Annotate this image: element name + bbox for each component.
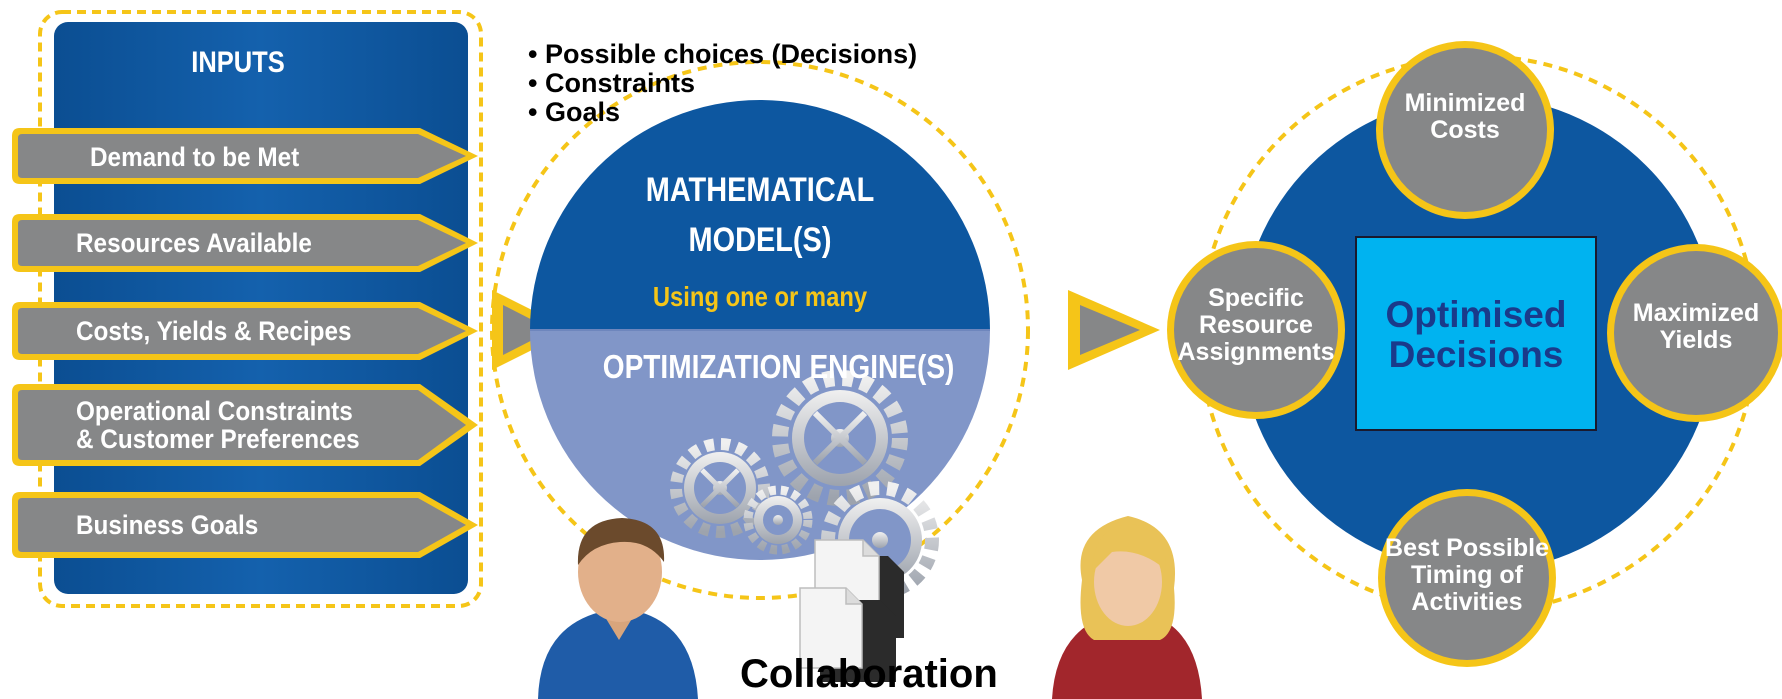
model-title-line2: MODEL(S) [688, 221, 832, 259]
output-node-top-circle [1376, 41, 1554, 219]
engine-label: OPTIMIZATION ENGINE(S) [602, 348, 955, 385]
model-dashed-ring [490, 60, 1030, 600]
input-bar-resources [12, 214, 478, 272]
input-bar-constraints [12, 384, 478, 466]
input-label-resources: Resources Available [76, 228, 312, 258]
bullet-item: • Constraints [528, 68, 695, 98]
node-label-best-timing: Best Possible Timing of Activities [1385, 534, 1549, 616]
output-node-left-circle [1167, 241, 1345, 419]
model-title-line1: MATHEMATICAL [645, 171, 875, 209]
node-label-minimized-costs: Minimized Costs [1404, 89, 1526, 144]
gears-icon [670, 370, 939, 599]
input-bar-demand [12, 128, 478, 184]
inputs-title: INPUTS [191, 46, 285, 79]
woman-avatar-icon [1052, 516, 1202, 699]
input-label-demand: Demand to be Met [90, 142, 300, 172]
input-label-goals: Business Goals [76, 510, 259, 540]
bullet-item: • Possible choices (Decisions) [528, 39, 918, 69]
arrow-model-to-output [1068, 290, 1160, 370]
inputs-dashed-border [38, 10, 483, 608]
output-node-right-circle [1607, 244, 1782, 422]
node-label-maximized-yields: Maximized Yields [1632, 299, 1760, 354]
input-label-constraints: Operational Constraints & Customer Prefe… [76, 396, 360, 454]
input-bar-costs [12, 302, 478, 360]
optimised-decisions-label: Optimised Decisions [1385, 294, 1567, 375]
optimised-decisions-box [1355, 236, 1597, 431]
input-bar-goals [12, 492, 478, 558]
output-node-bottom-circle [1378, 489, 1556, 667]
documents-icon [799, 539, 904, 682]
input-label-costs: Costs, Yields & Recipes [76, 316, 352, 346]
model-subtitle: Using one or many [652, 281, 868, 312]
man-avatar-icon [538, 518, 698, 699]
node-label-resource-assignments: Specific Resource Assignments [1177, 284, 1335, 366]
collaboration-label: Collaboration [740, 652, 998, 696]
bullet-item: • Goals [528, 97, 620, 127]
bullet-list: • Possible choices (Decisions) • Constra… [528, 40, 917, 127]
